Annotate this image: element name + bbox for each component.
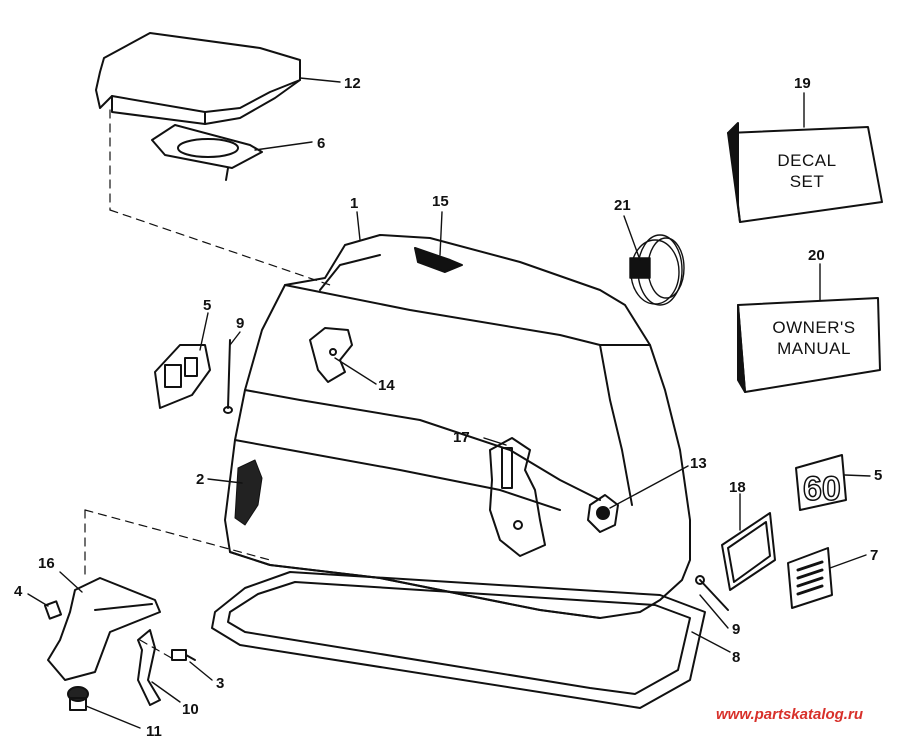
watermark-link[interactable]: www.partskatalog.ru — [716, 706, 863, 723]
screw-3-part — [171, 649, 196, 661]
bracket-14-part — [309, 327, 353, 383]
callout-15: 15 — [432, 193, 449, 210]
callout-8: 8 — [732, 649, 741, 666]
callout-6: 6 — [317, 135, 326, 152]
clip-10-part — [137, 629, 161, 706]
pin-9-part — [223, 339, 233, 414]
callout-17: 17 — [453, 429, 470, 446]
callout-7: 7 — [870, 547, 879, 564]
leader-lines — [27, 77, 871, 729]
callout-10: 10 — [182, 701, 199, 718]
engine-hood-part — [224, 234, 691, 619]
decal-7-part — [787, 547, 833, 609]
callout-9-right: 9 — [732, 621, 741, 638]
callout-4: 4 — [14, 583, 23, 600]
owners-manual-line1: OWNER'S — [772, 318, 856, 337]
callout-20: 20 — [808, 247, 825, 264]
callout-12: 12 — [344, 75, 361, 92]
latch-plate-5-part — [154, 344, 211, 409]
grommet-plate-part — [151, 124, 263, 181]
decal-set-line2: SET — [789, 172, 825, 191]
top-cover-part — [95, 32, 301, 125]
bracket-guide-lines — [84, 509, 271, 661]
screw-9-part — [695, 575, 729, 611]
callout-14: 14 — [378, 377, 395, 394]
owners-manual-label: OWNER'S MANUAL — [755, 317, 873, 359]
callout-21: 21 — [614, 197, 631, 214]
decal-set-box — [727, 122, 883, 223]
bracket-16-part — [47, 577, 161, 681]
callout-18: 18 — [729, 479, 746, 496]
callout-2: 2 — [196, 471, 205, 488]
fastener-11-part — [67, 686, 89, 711]
callout-11: 11 — [146, 723, 162, 740]
callout-9-left: 9 — [236, 315, 245, 332]
callout-3: 3 — [216, 675, 225, 692]
wire-coil-21-part — [629, 234, 685, 306]
part-4 — [43, 600, 63, 620]
callout-13: 13 — [690, 455, 707, 472]
part-2 — [234, 459, 263, 526]
seal-8-part — [211, 571, 706, 709]
decal-set-label: DECAL SET — [752, 150, 862, 192]
plate-18-part — [721, 512, 776, 591]
callout-16: 16 — [38, 555, 55, 572]
decal-set-line1: DECAL — [777, 151, 837, 170]
cover-guide-lines — [109, 109, 331, 286]
owners-manual-box — [737, 297, 881, 393]
callout-19: 19 — [794, 75, 811, 92]
grommet-13-part — [587, 494, 619, 533]
owners-manual-line2: MANUAL — [777, 339, 851, 358]
callout-5-left: 5 — [203, 297, 212, 314]
callout-5-right: 5 — [874, 467, 883, 484]
latch-bracket-17-part — [489, 437, 546, 557]
callout-1: 1 — [350, 195, 359, 212]
badge-60-text: 60 — [803, 470, 841, 508]
badge-60-part: 60 — [795, 454, 847, 511]
